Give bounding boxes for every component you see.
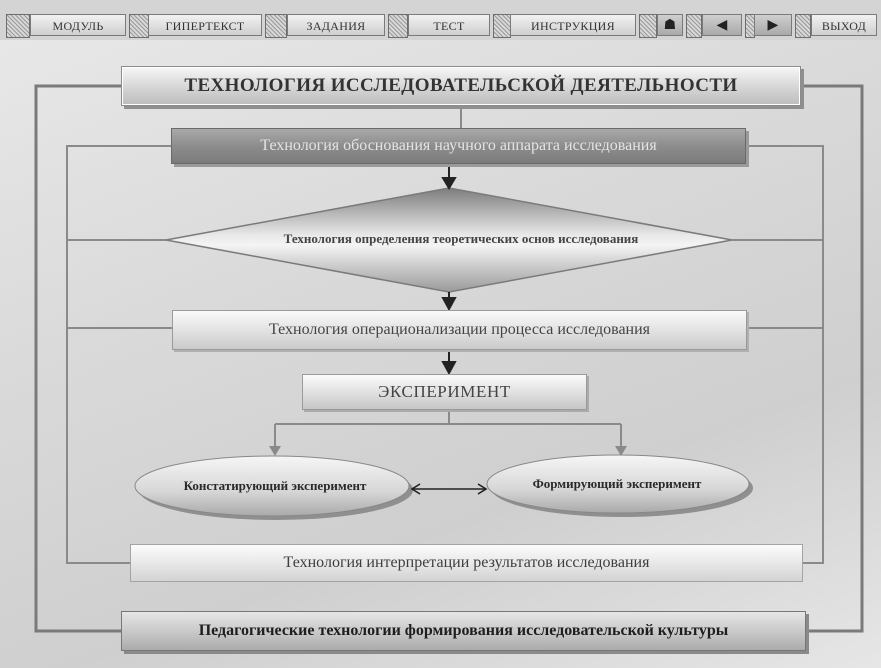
interpretation-box[interactable]: Технология интерпретации результатов исс… <box>130 544 803 582</box>
formative-experiment-label[interactable]: Формирующий эксперимент <box>532 476 702 491</box>
toolbar-texture <box>388 14 408 38</box>
theory-diamond-label[interactable]: Технология определения теоретических осн… <box>283 231 639 246</box>
formative-ellipse <box>486 454 750 514</box>
operationalization-box[interactable]: Технология операционализации процесса ис… <box>172 310 747 350</box>
pedagogical-technologies-box[interactable]: Педагогические технологии формирования и… <box>121 611 806 651</box>
forward-button[interactable]: ▶ <box>754 14 792 36</box>
outer-frame-left <box>34 84 121 633</box>
toolbar-texture <box>795 14 811 38</box>
module-button[interactable]: МОДУЛЬ <box>30 14 126 36</box>
toolbar-texture <box>639 14 657 38</box>
home-icon: ☗ <box>663 18 677 33</box>
instruction-button[interactable]: ИНСТРУКЦИЯ <box>510 14 636 36</box>
diagram-title: ТЕХНОЛОГИЯ ИССЛЕДОВАТЕЛЬСКОЙ ДЕЯТЕЛЬНОСТ… <box>121 66 801 106</box>
exit-button[interactable]: ВЫХОД <box>811 14 877 36</box>
experiment-box[interactable]: ЭКСПЕРИМЕНТ <box>302 374 587 410</box>
home-button[interactable]: ☗ <box>657 14 683 36</box>
scientific-apparatus-box[interactable]: Технология обоснования научного аппарата… <box>171 128 746 164</box>
toolbar-texture <box>6 14 30 38</box>
arrow-left-icon: ◀ <box>716 18 728 33</box>
ascertaining-experiment-label[interactable]: Констатирующий эксперимент <box>183 478 367 493</box>
tasks-button[interactable]: ЗАДАНИЯ <box>287 14 385 36</box>
toolbar-texture <box>265 14 287 38</box>
outer-frame-right <box>801 84 864 633</box>
hypertext-button[interactable]: ГИПЕРТЕКСТ <box>148 14 262 36</box>
inner-frame-left <box>66 145 171 564</box>
test-button[interactable]: ТЕСТ <box>408 14 490 36</box>
inner-frame-right <box>746 145 824 564</box>
theory-diamond <box>165 187 733 293</box>
ascertaining-ellipse <box>134 455 410 517</box>
back-button[interactable]: ◀ <box>702 14 742 36</box>
arrow-right-icon: ▶ <box>767 18 779 33</box>
toolbar-texture <box>686 14 702 38</box>
top-toolbar: МОДУЛЬ ГИПЕРТЕКСТ ЗАДАНИЯ ТЕСТ ИНСТРУКЦИ… <box>0 0 881 40</box>
